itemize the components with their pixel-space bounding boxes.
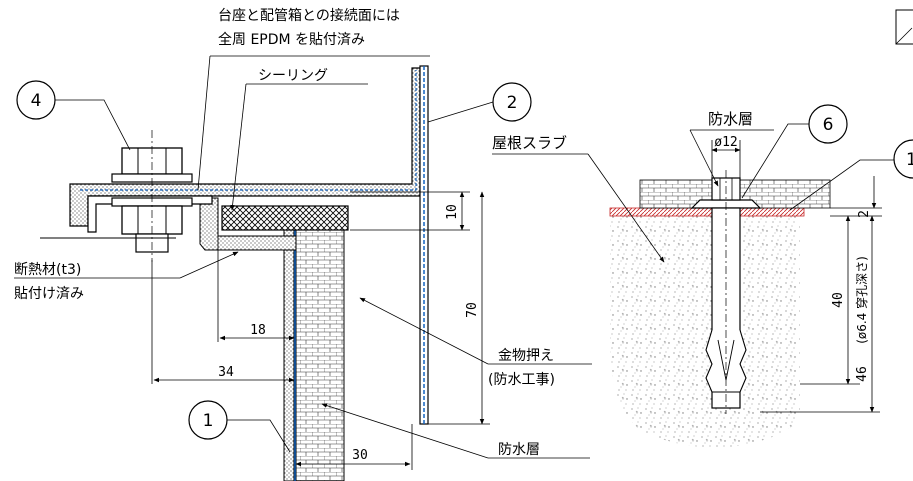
insulation-label-line1: 断熱材(t3)	[14, 262, 81, 278]
roof-slab-label: 屋根スラブ	[492, 134, 567, 152]
dim-hole-note: (ø6.4 穿孔深さ)	[854, 256, 869, 344]
insulation-bracket	[199, 197, 297, 251]
outer-plate	[419, 65, 429, 425]
right-detail: ø12 防水層 屋根スラブ 6 1 2 40 46 (ø6.4 穿孔深さ)	[492, 9, 913, 448]
dim-18: 18	[250, 323, 266, 338]
sealing-block	[221, 205, 349, 231]
waterproof-label-right: 防水層	[708, 110, 753, 128]
callout-6-label: 6	[823, 115, 834, 135]
anchor-bolt	[690, 170, 762, 414]
callout-1-right-label: 1	[906, 150, 913, 170]
dim-10: 10	[445, 204, 460, 220]
dim-12: ø12	[714, 135, 737, 150]
dim-40: 40	[831, 292, 846, 308]
top-note-line2: 全周 EPDM を貼付済み	[218, 31, 365, 48]
waterproof-label-bottom: 防水層	[498, 442, 540, 458]
dim-34: 34	[218, 365, 234, 380]
dim-70: 70	[465, 302, 480, 318]
dim-30: 30	[352, 448, 368, 463]
waterproof-layer-wall	[295, 227, 345, 481]
metal-holder-label-line1: 金物押え	[498, 348, 554, 364]
top-note-line1: 台座と配管箱との接続面には	[218, 7, 400, 24]
dim-46: 46	[855, 366, 870, 382]
roof-slab	[610, 216, 800, 448]
vertical-plate	[283, 227, 295, 481]
red-strip	[609, 207, 805, 217]
dim-2: 2	[857, 210, 872, 218]
title-box-corner	[895, 9, 913, 45]
callout-2-label: 2	[507, 93, 518, 113]
sealing-label: シーリング	[258, 68, 328, 84]
insulation-label-line2: 貼付け済み	[14, 286, 84, 302]
metal-holder-label-line2: (防水工事)	[488, 372, 555, 388]
callout-1-right	[893, 139, 913, 179]
callout-1-label: 1	[203, 411, 214, 431]
callout-4-label: 4	[31, 91, 42, 111]
left-detail: 10 70 18 34 30 4 2	[0, 7, 592, 481]
